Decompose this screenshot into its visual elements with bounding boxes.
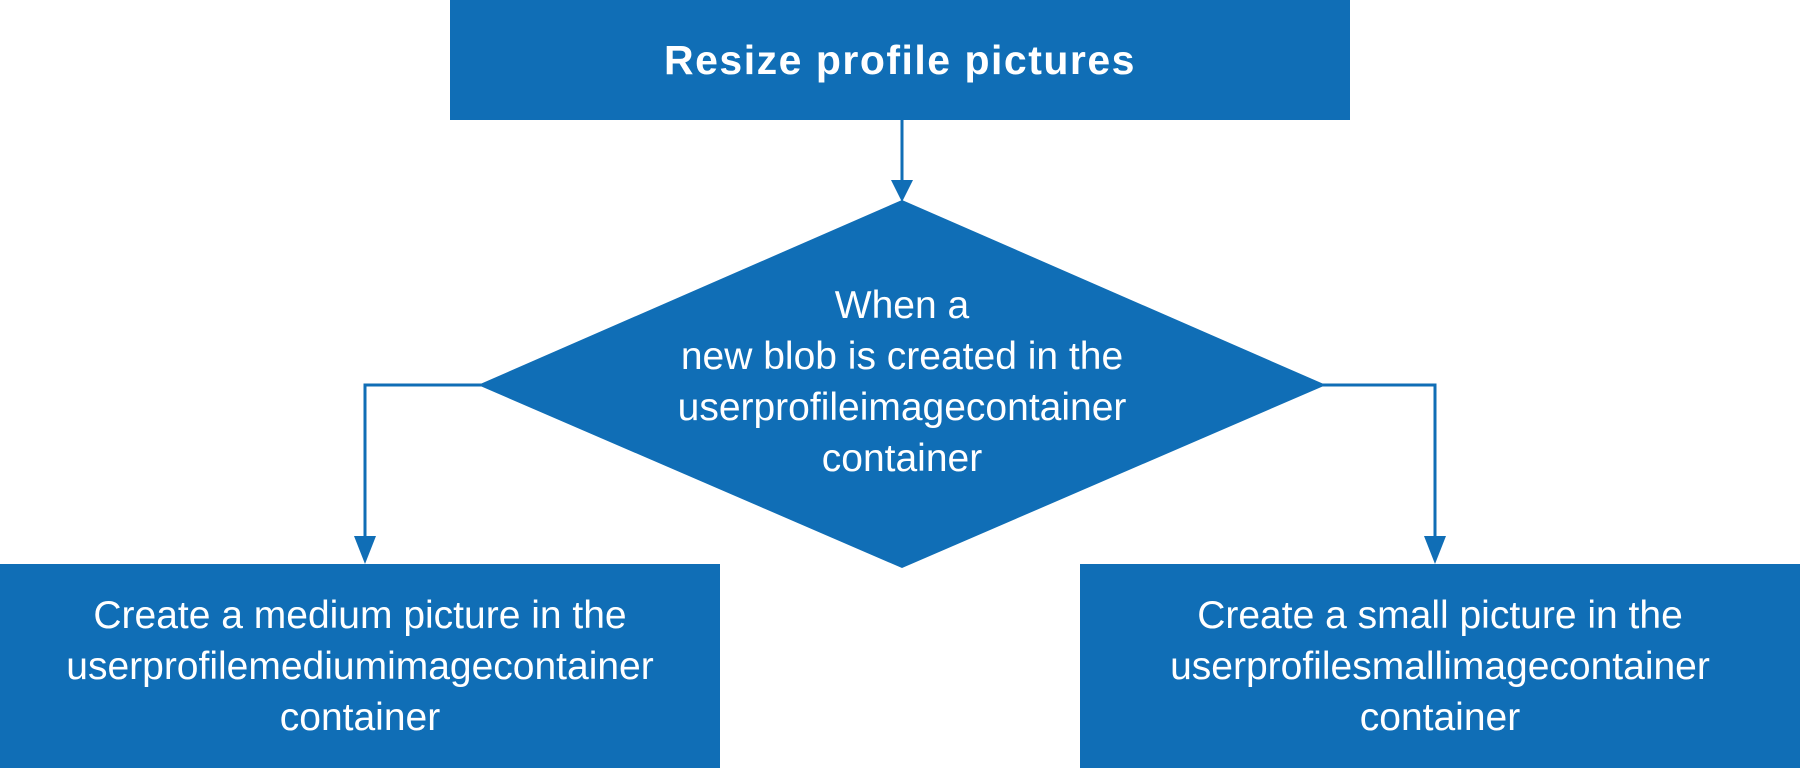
medium-picture-box: Create a medium picture in the userprofi… (0, 564, 720, 768)
medium-box-line: container (279, 695, 441, 739)
decision-line: new blob is created in the (680, 335, 1124, 378)
connector-decision-to-left (363, 383, 486, 545)
decision-line: container (821, 437, 983, 480)
arrowhead-right-box (1424, 536, 1446, 564)
decision-line: When a (834, 284, 970, 327)
small-box-line: Create a small picture in the (1197, 593, 1683, 637)
title-box: Resize profile pictures (450, 0, 1350, 120)
connector-decision-to-right (1318, 383, 1437, 545)
medium-box-line: userprofilemediumimagecontainer (66, 644, 654, 688)
small-picture-box: Create a small picture in the userprofil… (1080, 564, 1800, 768)
arrowhead-decision (891, 180, 913, 202)
small-box-line: container (1359, 695, 1521, 739)
decision-diamond (478, 200, 1326, 568)
title-text: Resize profile pictures (664, 36, 1136, 83)
small-box-line: userprofilesmallimagecontainer (1170, 644, 1710, 688)
decision-text: When a new blob is created in the userpr… (602, 280, 1202, 484)
arrowhead-left-box (354, 536, 376, 564)
decision-line: userprofileimagecontainer (677, 386, 1127, 429)
medium-box-line: Create a medium picture in the (93, 593, 627, 637)
